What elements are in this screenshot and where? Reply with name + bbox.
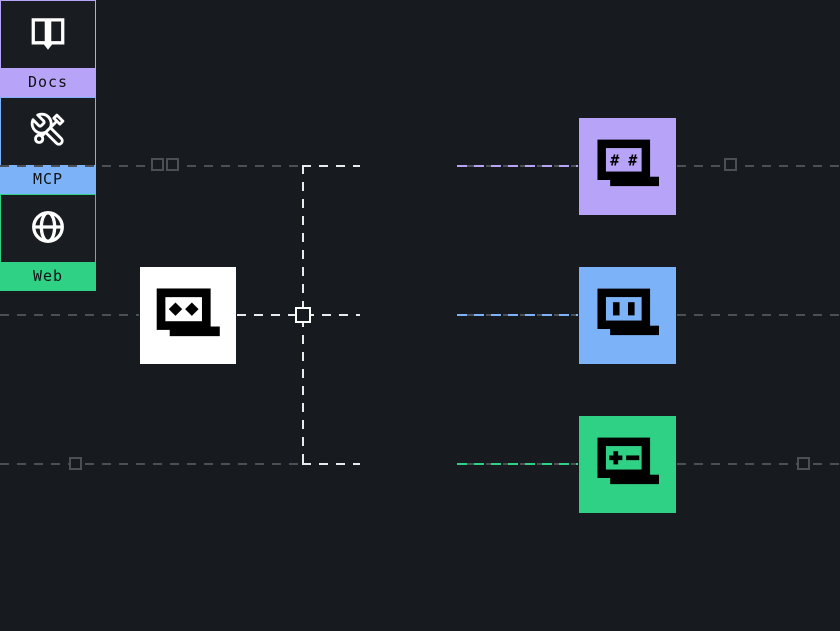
node-output-web[interactable] (579, 416, 676, 513)
port-square (69, 457, 82, 470)
port-square (724, 158, 737, 171)
branch-connector-square[interactable] (295, 307, 311, 323)
agent-cassette-icon (156, 287, 220, 344)
edge-docs-output (457, 165, 578, 167)
node-agent[interactable] (140, 267, 236, 364)
edge-rail-row2-left (0, 314, 139, 316)
globe-icon (29, 208, 67, 250)
tool-label-web: Web (1, 262, 95, 290)
edge-rail-row3-right (677, 463, 840, 465)
edge-mcp-output (457, 314, 578, 316)
edge-web-output (457, 463, 578, 465)
cassette-plus-minus-eyes-icon (596, 437, 659, 492)
node-tool-docs[interactable]: Docs (0, 0, 96, 97)
edge-rail-row2-right (677, 314, 840, 316)
port-square (151, 158, 164, 171)
edge-rail-row3-left (0, 463, 302, 465)
node-tool-mcp[interactable]: MCP (0, 97, 96, 194)
node-output-docs[interactable]: # # (579, 118, 676, 215)
edge-rail-row1-right (677, 165, 840, 167)
tool-label-docs: Docs (1, 68, 95, 96)
cassette-hash-eyes-icon: # # (596, 139, 659, 194)
port-square (797, 457, 810, 470)
book-open-icon (28, 15, 68, 55)
port-square (166, 158, 179, 171)
tool-label-mcp: MCP (1, 165, 95, 193)
edge-agent-docs (302, 165, 360, 167)
node-output-mcp[interactable] (579, 267, 676, 364)
cassette-bar-eyes-icon (596, 288, 659, 343)
edge-agent-web (302, 463, 360, 465)
hash-eyes-glyph: # # (610, 151, 638, 169)
wrench-screwdriver-icon (29, 111, 67, 153)
node-tool-web[interactable]: Web (0, 194, 96, 291)
